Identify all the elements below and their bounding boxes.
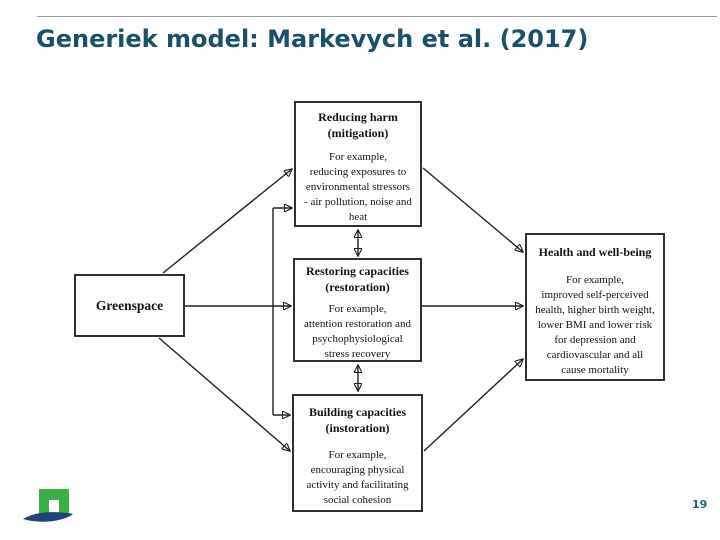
node-reducing-harm-title: Reducing harm (mitigation) (318, 110, 398, 140)
node-health-wellbeing: Health and well-being For example, impro… (525, 233, 665, 381)
node-restoring-capacities-title: Restoring capacities (restoration) (306, 264, 409, 294)
node-restoring-capacities: Restoring capacities (restoration) For e… (293, 258, 422, 362)
logo-blue-wave (23, 512, 73, 522)
logo-green-gate (39, 489, 69, 515)
slide-title: Generiek model: Markevych et al. (2017) (36, 25, 589, 53)
node-building-capacities-body: For example, encouraging physical activi… (306, 449, 409, 506)
org-logo-icon (23, 489, 73, 522)
page-number: 19 (692, 498, 708, 511)
node-reducing-harm: Reducing harm (mitigation) For example, … (294, 101, 422, 227)
arrow-greenspace-to-building (158, 337, 290, 451)
node-health-wellbeing-title: Health and well-being (538, 245, 652, 259)
node-greenspace-label: Greenspace (95, 297, 164, 313)
node-restoring-capacities-body: For example, attention restoration and p… (304, 303, 411, 360)
node-health-wellbeing-body: For example, improved self-perceived hea… (535, 273, 655, 376)
node-greenspace: Greenspace (74, 274, 185, 337)
node-building-capacities: Building capacities (instoration) For ex… (292, 394, 423, 512)
arrow-reducing-harm-to-health (422, 167, 523, 252)
top-divider (37, 16, 717, 17)
arrow-greenspace-to-reducing-harm (162, 169, 292, 274)
node-reducing-harm-body: For example, reducing exposures to envir… (304, 151, 412, 223)
arrow-building-to-health (423, 359, 523, 452)
node-building-capacities-title: Building capacities (instoration) (308, 405, 406, 435)
